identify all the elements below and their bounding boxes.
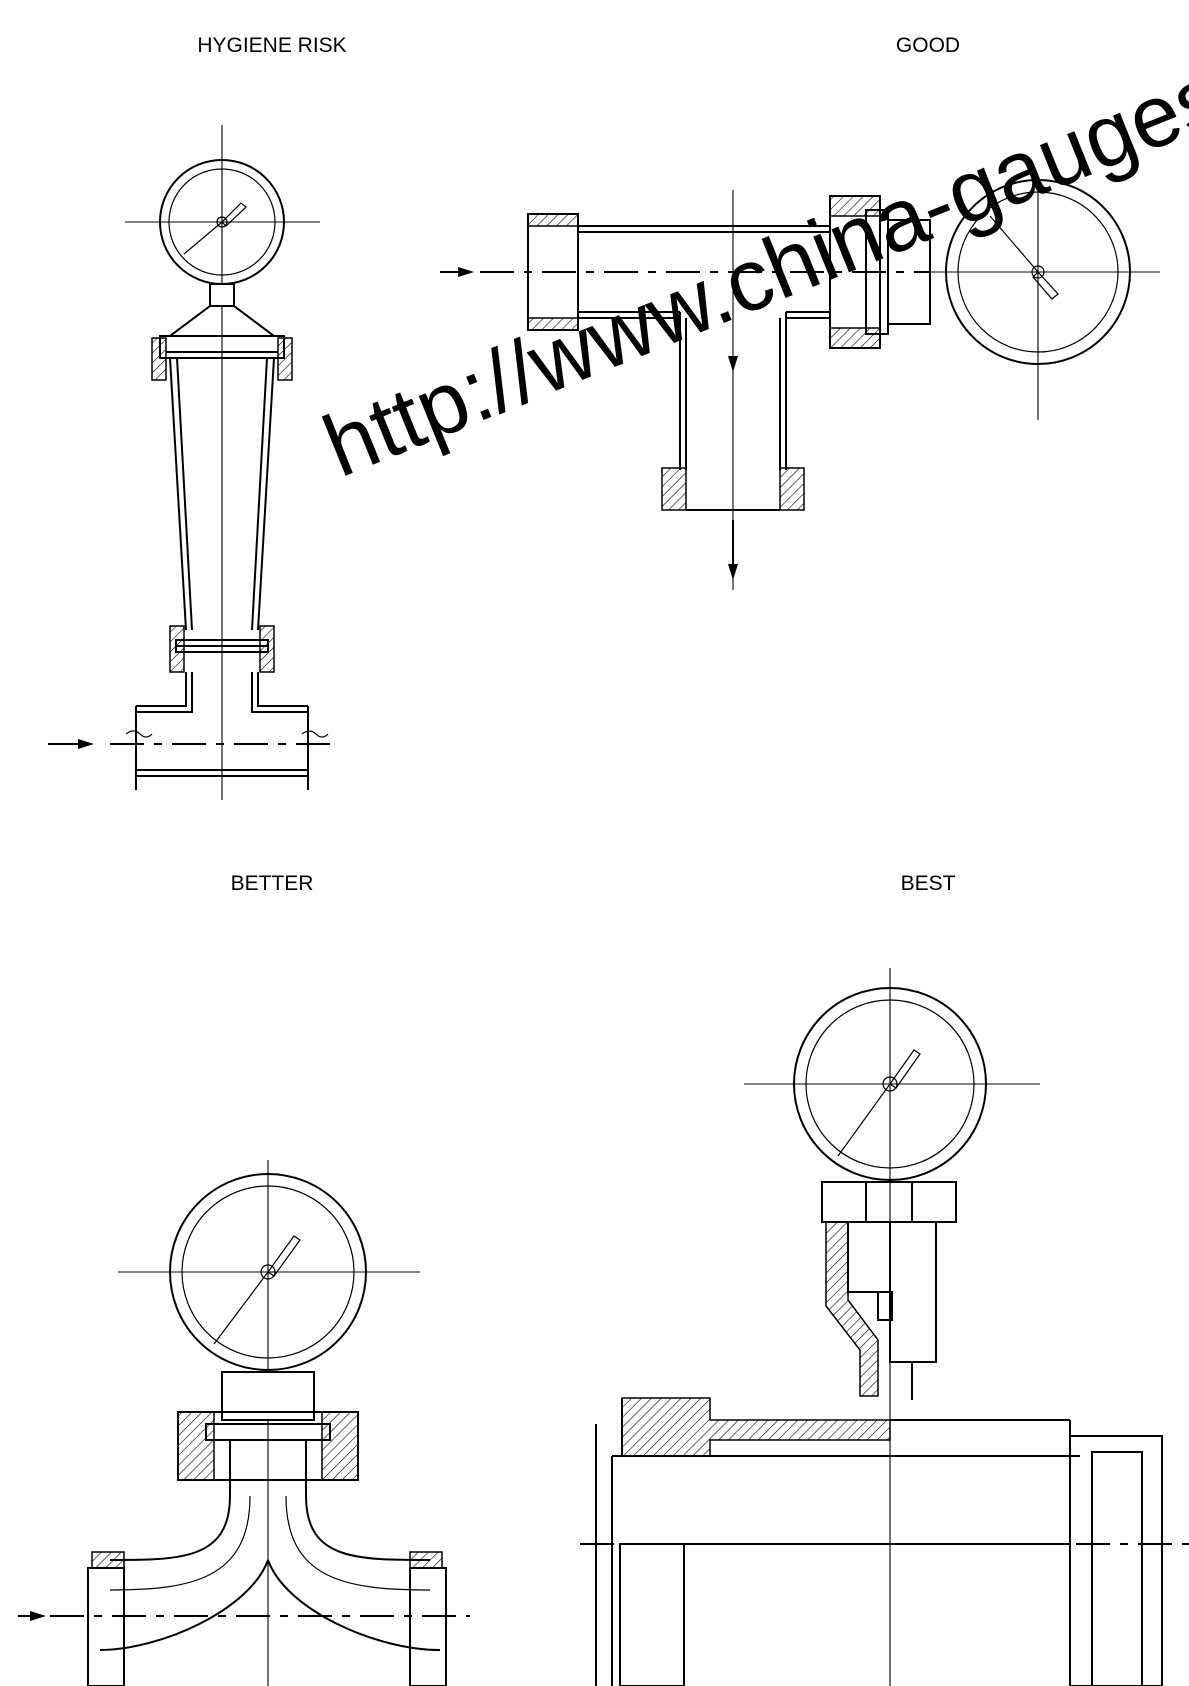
panel-title-hygiene-risk: HYGIENE RISK — [197, 34, 346, 57]
panel-title-best: BEST — [901, 872, 956, 895]
watermark-url: http://www.china-gauges.com — [310, 0, 1189, 496]
flow-arrow-icon — [440, 267, 474, 277]
best-drawing — [580, 968, 1189, 1686]
panel-title-good: GOOD — [896, 34, 960, 57]
pressure-gauge-icon — [945, 179, 1131, 365]
flow-arrow-icon — [728, 356, 738, 580]
flow-arrow-icon — [18, 1611, 46, 1621]
panel-title-better: BETTER — [231, 872, 314, 895]
flow-arrow-icon — [48, 739, 94, 749]
pressure-gauge-icon — [793, 987, 987, 1181]
hygiene-risk-drawing — [48, 125, 330, 800]
better-drawing — [18, 1160, 470, 1686]
pressure-gauge-icon — [169, 1173, 367, 1371]
good-drawing — [440, 179, 1160, 590]
